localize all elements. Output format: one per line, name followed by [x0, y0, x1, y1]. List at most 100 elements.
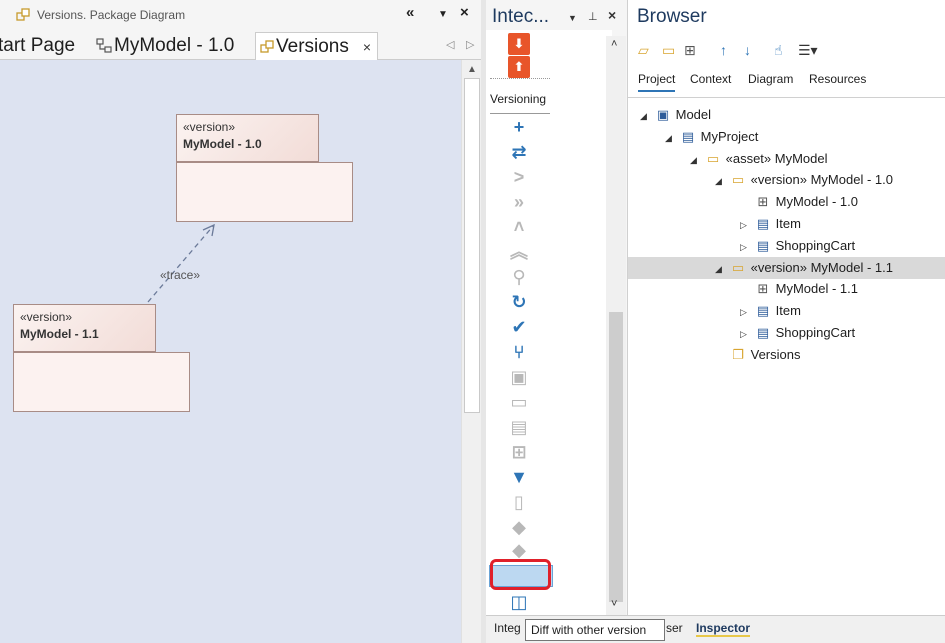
integration-title: Intec... — [492, 6, 550, 27]
folder-icon: ▭ — [706, 150, 720, 166]
upload-icon[interactable]: ⬆ — [508, 56, 530, 78]
scroll-up-icon[interactable]: ▲ — [467, 64, 477, 75]
double-up-icon[interactable]: ︽ — [510, 242, 528, 262]
collapse-icon[interactable]: ◢ — [715, 176, 722, 187]
close-icon[interactable]: × — [608, 7, 617, 23]
add-icon[interactable]: + — [513, 117, 525, 137]
scroll-up-icon[interactable]: ˄ — [611, 38, 618, 50]
tab-context[interactable]: Context — [690, 72, 732, 86]
columns-icon[interactable]: ◫ — [510, 592, 528, 612]
key-icon[interactable]: ⚲ — [512, 267, 526, 287]
save-icon[interactable]: ⬇ — [508, 33, 530, 55]
collapse-icon[interactable]: ◢ — [690, 154, 697, 165]
tag-icon[interactable]: ◆ — [512, 517, 526, 537]
close-icon[interactable]: × — [460, 4, 469, 21]
tab-next-icon[interactable]: ▷ — [466, 39, 475, 51]
tree-item[interactable]: ▷▤ ShoppingCart — [628, 235, 945, 257]
tab-inspector[interactable]: Inspector — [696, 621, 751, 637]
new-package-icon[interactable]: ▱ — [638, 42, 649, 58]
tree-item[interactable]: ▷ ▤ ShoppingCart — [628, 322, 945, 344]
tab-integration[interactable]: Integ — [494, 621, 521, 635]
expand-icon[interactable]: ▷ — [740, 307, 747, 318]
tree-item[interactable]: ▷▤ Item — [628, 300, 945, 322]
touch-icon[interactable]: ☝ — [774, 42, 783, 58]
trace-arrowhead — [202, 223, 215, 237]
tab-diagram[interactable]: Diagram — [748, 72, 794, 86]
menu-dropdown-icon[interactable]: ▼ — [568, 13, 577, 23]
scroll-thumb[interactable] — [464, 78, 480, 413]
tree-item[interactable]: ⊞ MyModel - 1.0 — [628, 191, 945, 213]
diagram-title: Versions. Package Diagram — [37, 8, 186, 22]
scroll-thumb[interactable] — [609, 312, 623, 602]
diagram-icon — [96, 38, 112, 53]
tooltip: Diff with other version — [525, 619, 665, 641]
hamburger-menu-icon[interactable]: ☰▾ — [798, 42, 818, 58]
tree-item[interactable]: ▷▤ Item — [628, 213, 945, 235]
refresh-icon[interactable]: ↻ — [511, 292, 527, 312]
hierarchy-icon[interactable]: ⊞ — [511, 442, 527, 462]
model-icon: ▣ — [656, 107, 670, 122]
tree-item-label: ShoppingCart — [772, 325, 856, 340]
trace-connector[interactable] — [147, 224, 215, 303]
clipboard-icon[interactable]: ▤ — [510, 417, 528, 437]
diagram-icon[interactable]: ⊞ — [684, 42, 696, 58]
check-icon[interactable]: ✔ — [511, 317, 527, 337]
tree-item[interactable]: ◢ ▭ «asset» MyModel — [628, 148, 945, 170]
folder-open-icon[interactable]: ▭ — [510, 392, 528, 412]
package-body — [13, 352, 190, 412]
pin-icon[interactable]: ⊥ — [588, 11, 598, 23]
menu-dropdown-icon[interactable]: ▼ — [438, 9, 448, 20]
tab-project[interactable]: Project — [638, 72, 676, 92]
tree-item-label: «version» MyModel - 1.0 — [747, 172, 893, 188]
package-icon: ▤ — [681, 128, 695, 144]
class-icon: ▤ — [756, 325, 770, 340]
up-icon[interactable]: ˄ — [513, 217, 525, 237]
collapse-icon[interactable]: ◢ — [640, 111, 647, 121]
collapse-icon[interactable]: ◢ — [665, 132, 672, 143]
folder-icon[interactable]: ▭ — [662, 42, 676, 58]
browser-title: Browser — [637, 6, 707, 27]
expand-icon[interactable]: ▷ — [740, 241, 747, 252]
tree-item[interactable]: ⊞ MyModel - 1.1 — [628, 278, 945, 300]
branch-icon[interactable]: ⑂ — [513, 342, 525, 362]
next-icon[interactable]: > — [513, 167, 525, 187]
package-diagram-icon — [260, 40, 274, 53]
tab-prev-icon[interactable]: ◁ — [446, 39, 455, 51]
pane-splitter[interactable] — [481, 0, 486, 643]
tab-resources[interactable]: Resources — [809, 72, 867, 86]
scroll-down-icon[interactable]: ˅ — [611, 598, 618, 610]
diagram-vertical-scrollbar[interactable]: ▲ — [461, 60, 481, 643]
move-down-icon[interactable]: ↓ — [744, 42, 751, 58]
document-icon[interactable]: ▯ — [514, 492, 524, 512]
tree-item[interactable]: ❐ Versions — [628, 344, 945, 366]
tree-item-label: «asset» MyModel — [722, 150, 828, 166]
swap-icon[interactable]: ⇄ — [511, 142, 527, 162]
tree-item-label: MyModel - 1.0 — [772, 194, 858, 210]
tree-item[interactable]: ◢▤ MyProject — [628, 126, 945, 148]
tree-item[interactable]: ◢▣ Model — [628, 104, 945, 126]
collapse-icon[interactable]: « — [406, 4, 415, 21]
tab-mymodel-1-0[interactable]: MyModel - 1.0 — [96, 32, 234, 60]
tool-strip-scrollbar[interactable]: ˄ ˅ — [606, 36, 626, 620]
diagram-canvas[interactable]: «version» MyModel - 1.0 «trace» «version… — [0, 60, 461, 643]
fast-forward-icon[interactable]: » — [513, 192, 524, 212]
tree-item[interactable]: ◢▭ «version» MyModel - 1.0 — [628, 169, 945, 191]
package-tab: «version» MyModel - 1.0 — [176, 114, 319, 162]
tab-browser[interactable]: ser — [666, 621, 683, 635]
expand-icon[interactable]: ▷ — [740, 220, 747, 230]
expand-icon[interactable]: ▷ — [740, 329, 747, 339]
package-icon[interactable]: ▣ — [510, 367, 528, 387]
move-up-icon[interactable]: ↑ — [720, 42, 727, 58]
package-tab: «version» MyModel - 1.1 — [13, 304, 156, 352]
class-icon: ▤ — [756, 303, 770, 319]
tab-versions[interactable]: Versions× — [255, 32, 379, 60]
tree-item-label: MyModel - 1.1 — [772, 281, 858, 297]
bookmark-icon[interactable]: ▼ — [510, 467, 528, 487]
package-stereotype: «version» — [20, 310, 73, 324]
tab-close-icon[interactable]: × — [362, 39, 372, 55]
tree-item[interactable]: ◢▭ «version» MyModel - 1.1 — [628, 256, 945, 279]
tab-start-page[interactable]: tart Page — [0, 35, 76, 56]
tags-icon[interactable]: ◆ — [512, 540, 526, 560]
separator — [490, 113, 550, 114]
collapse-icon[interactable]: ◢ — [715, 263, 722, 274]
